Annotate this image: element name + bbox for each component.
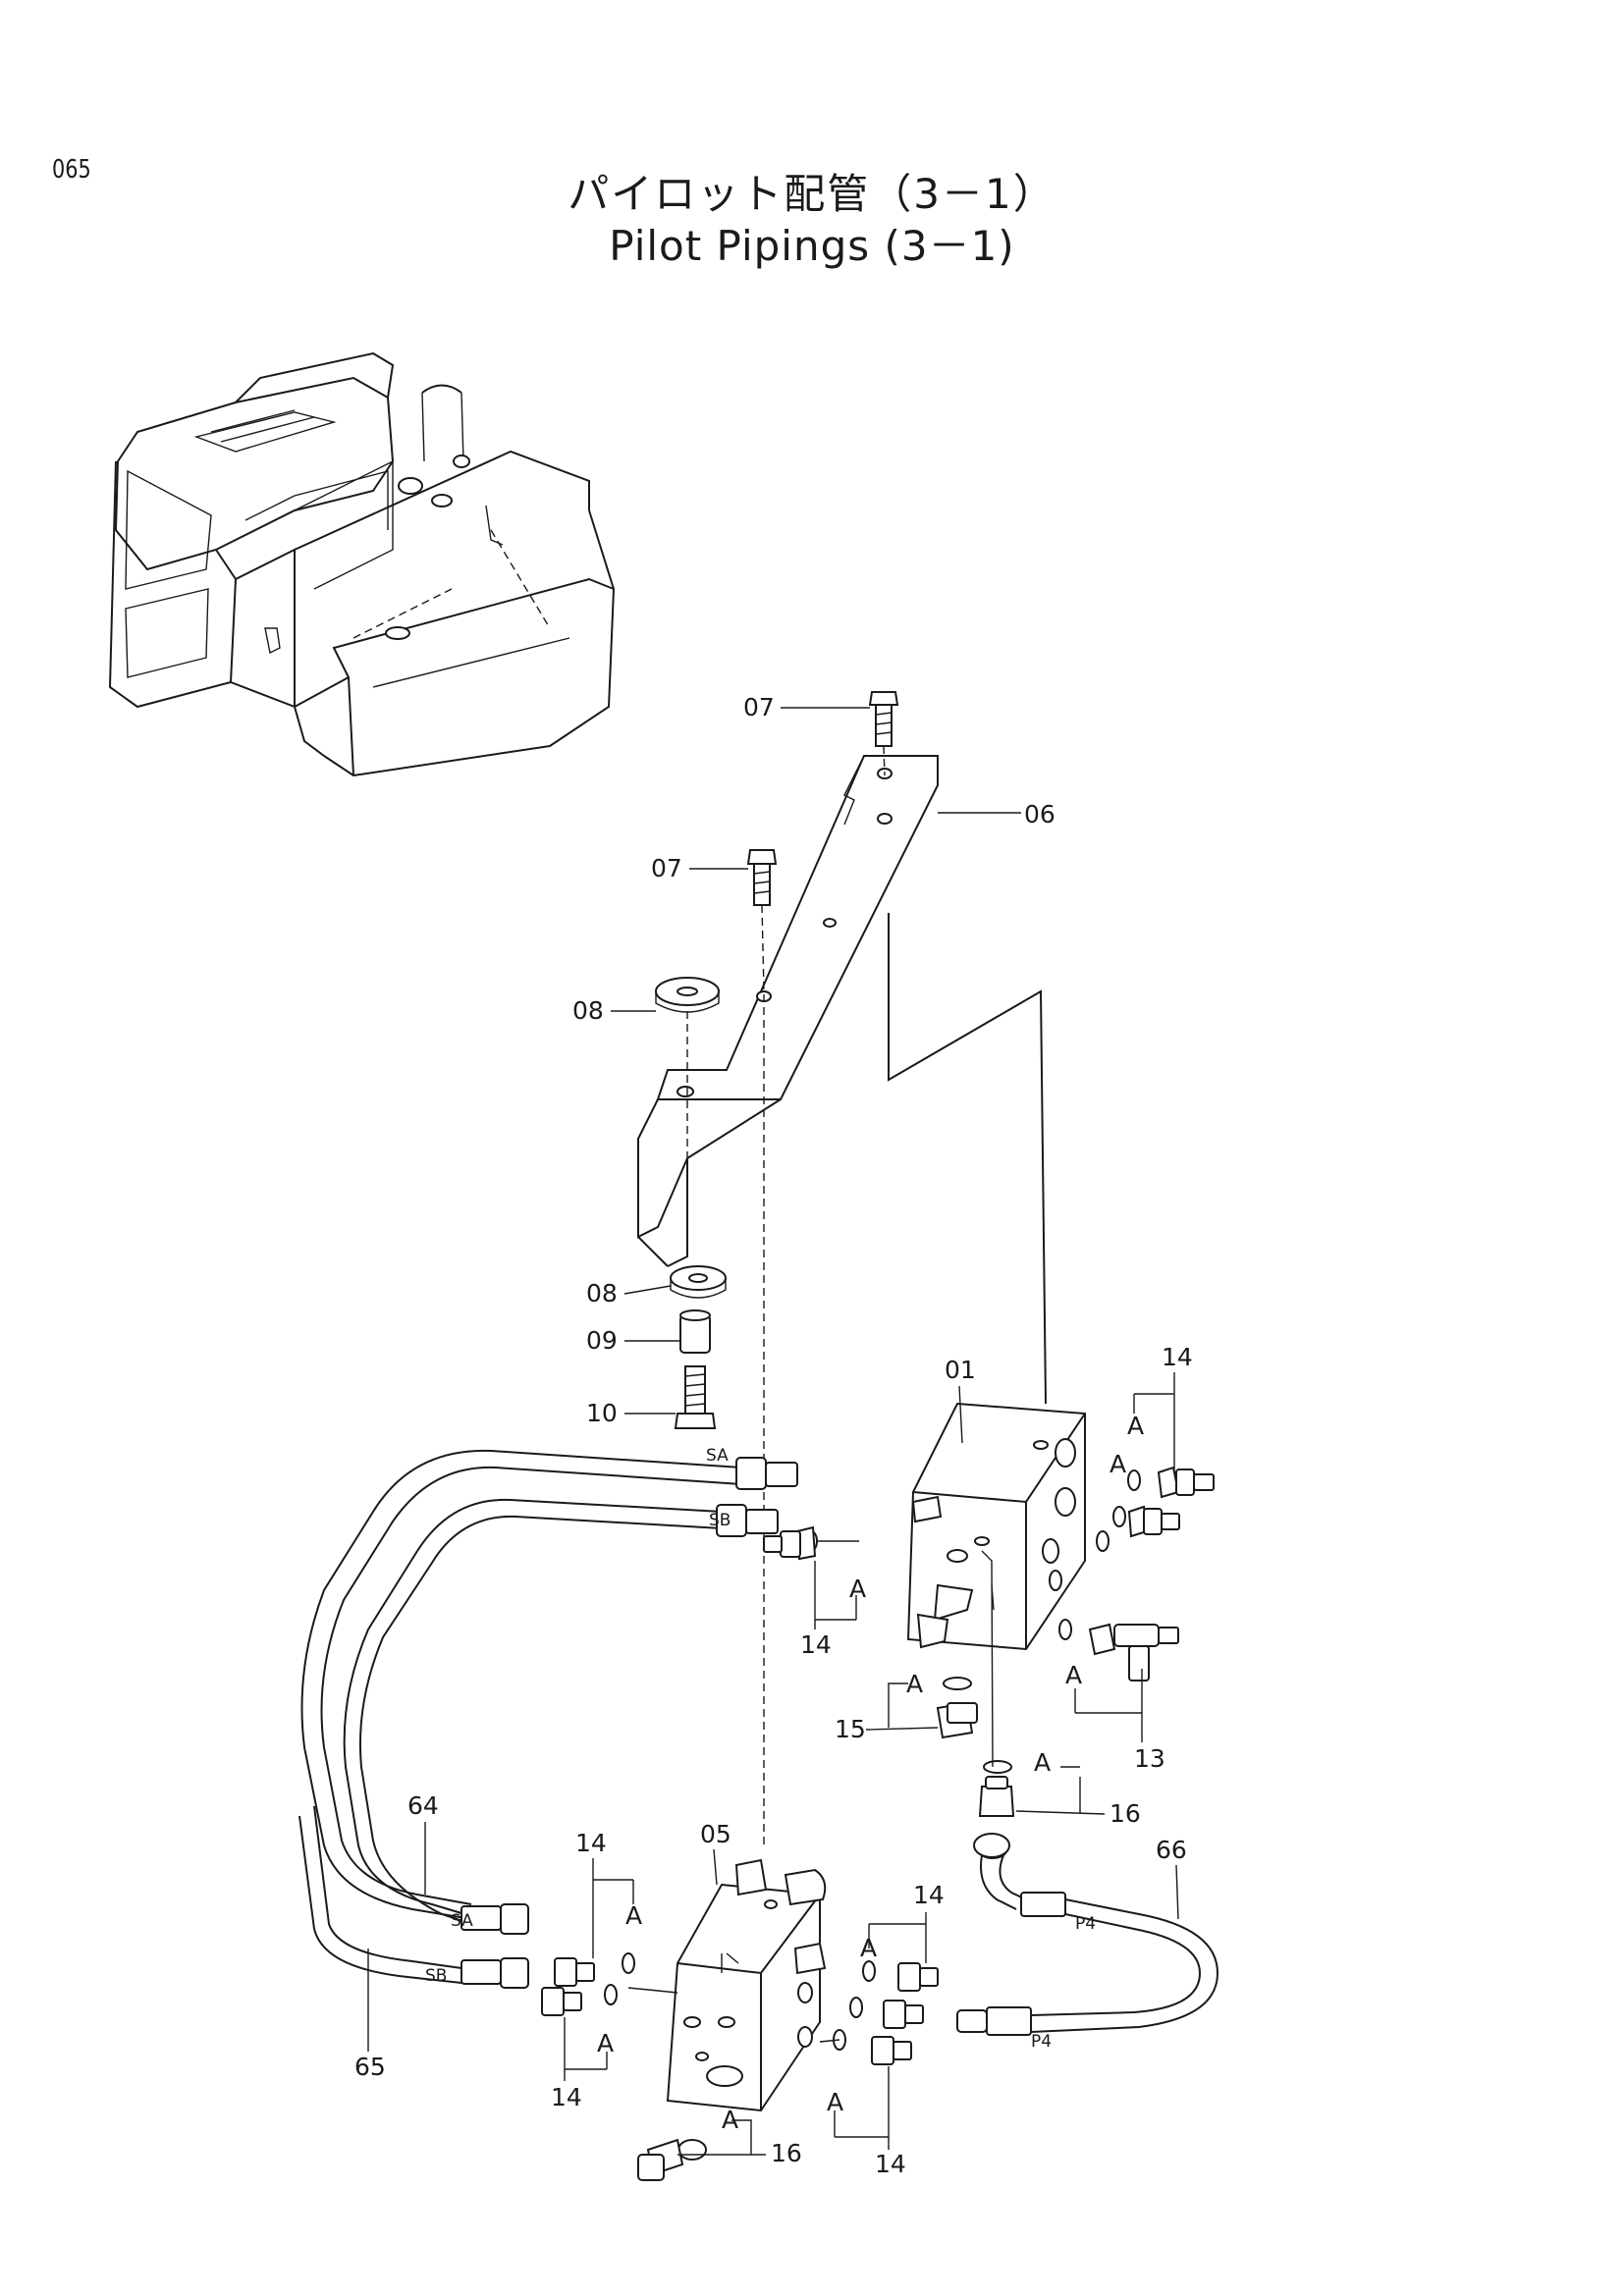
title-japanese: パイロット配管（3－1）	[568, 170, 1056, 218]
marker-a-5: A	[1034, 1748, 1051, 1777]
port-sb-bottom: SB	[425, 1966, 447, 1986]
marker-a-3: A	[906, 1670, 923, 1698]
callout-14-left-bottom: 14	[551, 2083, 582, 2111]
callout-07-top: 07	[743, 693, 775, 721]
callout-labels: 07 06 07 08 08 09 10 01 14 14 15 13 16 6…	[354, 693, 1193, 2178]
callout-14-left-bottom-top: 14	[575, 1829, 607, 1857]
marker-a-9: A	[827, 2088, 843, 2116]
marker-a-7: A	[597, 2029, 614, 2057]
callout-06: 06	[1024, 800, 1056, 828]
marker-a-8: A	[860, 1934, 877, 1962]
callout-14-right-bottom-top: 14	[913, 1881, 945, 1909]
callout-15: 15	[835, 1715, 866, 1743]
callout-16-bottom: 16	[771, 2139, 802, 2167]
marker-a-11: A	[1110, 1450, 1126, 1478]
title-block: パイロット配管（3－1） Pilot Pipings (3－1)	[0, 169, 1624, 273]
marker-a-10: A	[722, 2106, 738, 2134]
page-number: 065	[52, 155, 91, 185]
port-sa-top: SA	[706, 1446, 729, 1466]
excavator-overview	[108, 351, 616, 777]
marker-a-4: A	[1065, 1661, 1082, 1689]
fittings-05	[541, 1952, 939, 2181]
callout-14-right-bottom: 14	[875, 2150, 906, 2178]
marker-a-2: A	[849, 1575, 866, 1603]
callout-08-top: 08	[572, 996, 604, 1025]
callout-08-bottom: 08	[586, 1279, 618, 1308]
callout-14-right-top: 14	[1162, 1343, 1193, 1371]
title-english: Pilot Pipings (3－1)	[609, 222, 1015, 270]
callout-05: 05	[700, 1820, 731, 1848]
port-labels: SA SB SA SB P4 P4	[425, 1446, 1096, 2052]
callout-09: 09	[586, 1326, 618, 1355]
mount-parts	[655, 977, 727, 1429]
bracket-assembly	[637, 691, 1047, 1845]
port-p4-a: P4	[1075, 1914, 1096, 1934]
callout-64: 64	[407, 1791, 439, 1820]
callout-65: 65	[354, 2053, 386, 2081]
hoses	[298, 1449, 1219, 2036]
valve-block-05	[666, 1858, 827, 2112]
port-sb-top: SB	[709, 1511, 731, 1530]
callout-13: 13	[1134, 1744, 1165, 1773]
marker-a-1: A	[1127, 1412, 1144, 1440]
callout-01: 01	[945, 1356, 976, 1384]
group-markers: A A A A A A A A A A A	[597, 1412, 1144, 2134]
port-sa-bottom: SA	[451, 1911, 473, 1931]
marker-a-6: A	[625, 1901, 642, 1930]
callout-16-top: 16	[1110, 1799, 1141, 1828]
valve-block-01	[906, 1402, 1086, 1651]
callout-10: 10	[586, 1399, 618, 1427]
callout-07-mid: 07	[651, 854, 682, 882]
callout-14-left-top: 14	[800, 1630, 832, 1659]
port-p4-b: P4	[1031, 2032, 1052, 2052]
callout-66: 66	[1156, 1836, 1187, 1864]
